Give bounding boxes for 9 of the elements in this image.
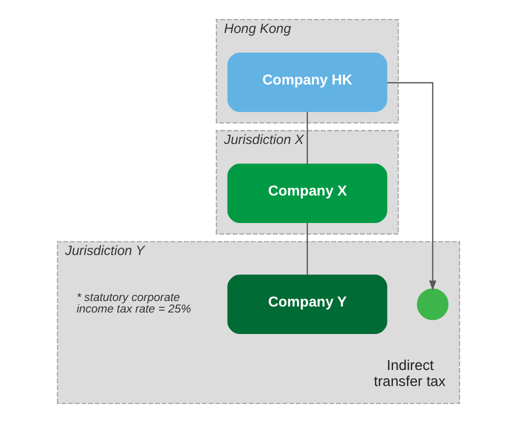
node-box: Company Y (226, 274, 387, 334)
node-box: Company X (226, 164, 387, 223)
connector (306, 222, 308, 276)
connector (306, 112, 308, 164)
node-box: Company HK (226, 52, 387, 112)
arrow (386, 82, 436, 291)
label: * statutory corporate income tax rate = 25% (76, 292, 191, 316)
node-circle (416, 288, 448, 320)
node-label: Indirect transfer tax (373, 358, 446, 390)
